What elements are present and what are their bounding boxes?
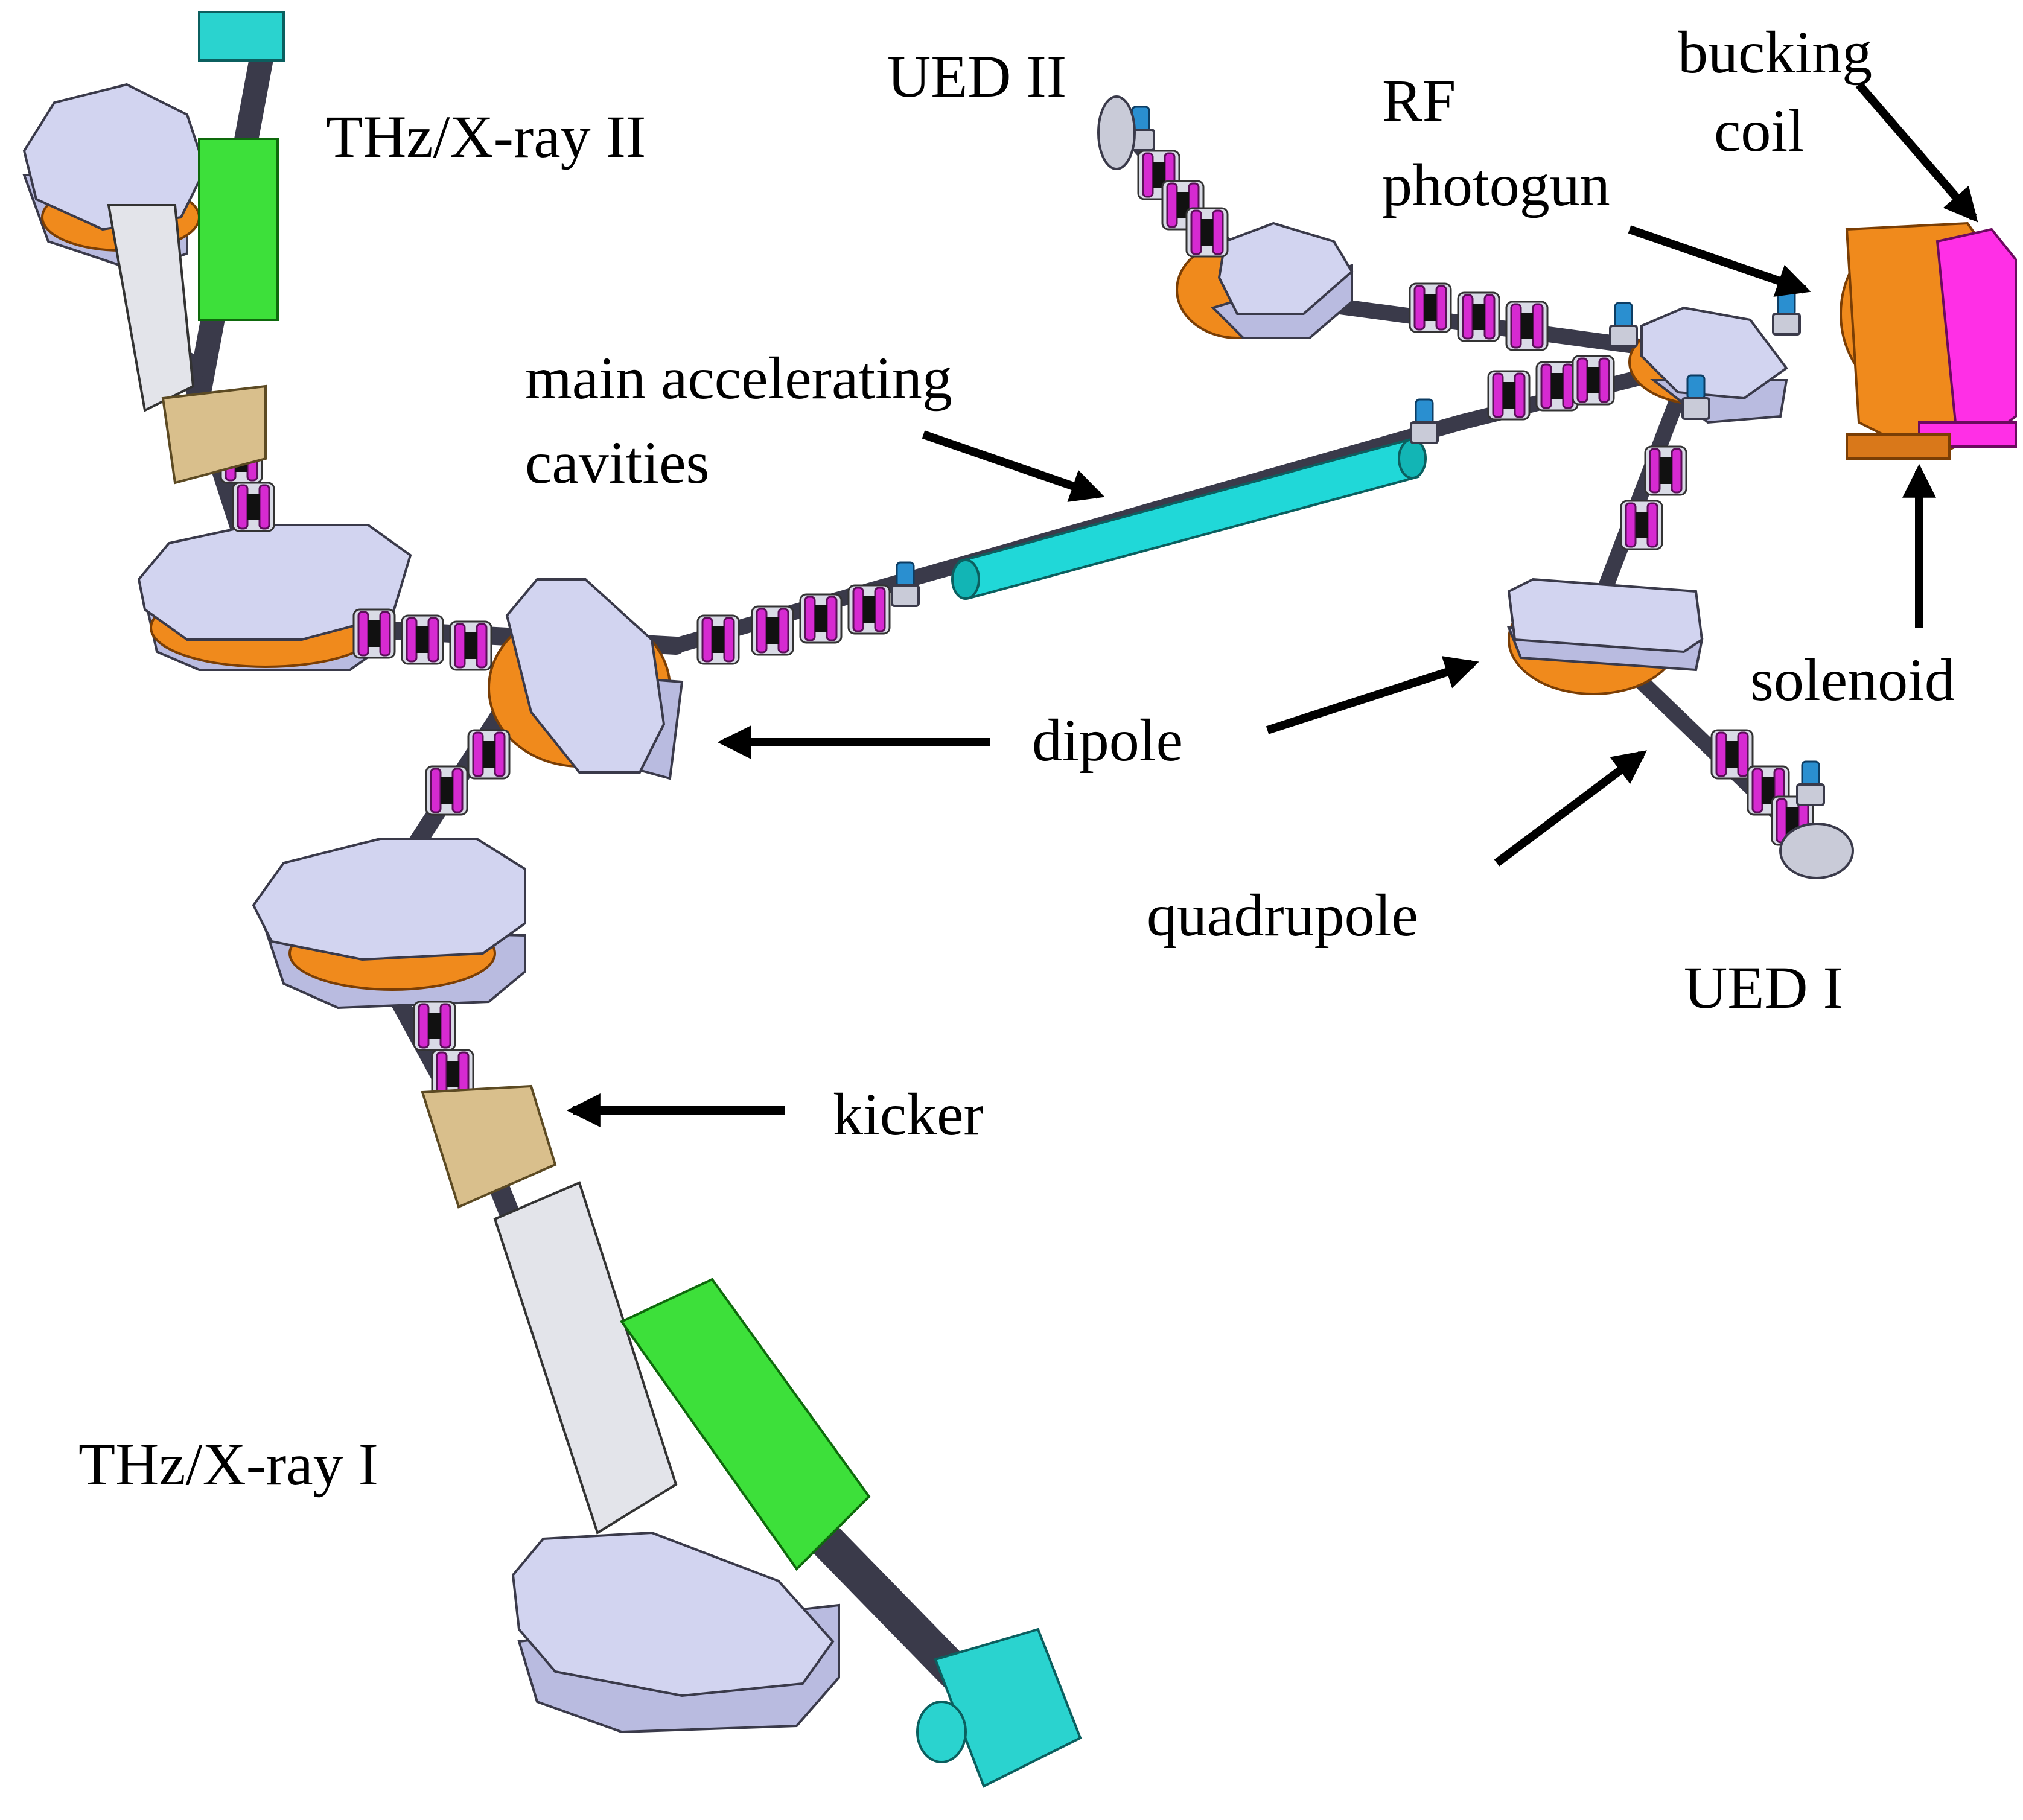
arrow-quadrupole — [1494, 750, 1647, 867]
label-quadrupole: quadrupole — [1147, 882, 1418, 949]
arrow-bucking-coil — [1855, 81, 1978, 223]
label-bucking-coil-line1: bucking — [1678, 19, 1872, 86]
thz2-undulator-assembly — [107, 11, 285, 485]
dipole-center — [488, 578, 684, 780]
labels: UED II RF photogun bucking coil THz/X-ra… — [78, 19, 1955, 1498]
arrow-main-cavities — [922, 430, 1105, 502]
main-accelerating-cavity — [951, 438, 1427, 600]
arrow-dipole-ued1 — [1266, 656, 1479, 734]
label-main-cavities-line2: cavities — [525, 429, 709, 496]
label-rf-photogun-line2: photogun — [1382, 151, 1610, 218]
label-solenoid: solenoid — [1750, 646, 1955, 713]
ued2-flange — [1097, 95, 1136, 170]
rf-photogun-assembly — [1840, 221, 2017, 460]
dipole-ued1 — [1506, 578, 1704, 695]
label-dipole: dipole — [1032, 707, 1183, 774]
annotation-arrows — [566, 81, 1978, 1127]
dipole-bottom — [511, 1531, 840, 1734]
dipole-ued2 — [1176, 221, 1354, 339]
dipole-lower-left — [252, 838, 526, 1010]
label-rf-photogun-line1: RF — [1382, 67, 1456, 134]
label-thz1: THz/X-ray I — [78, 1431, 378, 1498]
arrow-rf-photogun — [1628, 225, 1811, 297]
kicker-magnet — [421, 1084, 557, 1209]
label-ued2: UED II — [887, 43, 1066, 110]
label-ued1: UED I — [1684, 954, 1843, 1021]
label-main-cavities-line1: main accelerating — [525, 345, 952, 412]
ued1-flange — [1779, 822, 1854, 879]
thz1-undulator-assembly — [493, 1181, 1082, 1788]
label-bucking-coil-line2: coil — [1714, 97, 1805, 164]
label-kicker: kicker — [833, 1081, 984, 1148]
label-thz2: THz/X-ray II — [326, 103, 646, 170]
dipole-left-middle — [137, 524, 412, 671]
